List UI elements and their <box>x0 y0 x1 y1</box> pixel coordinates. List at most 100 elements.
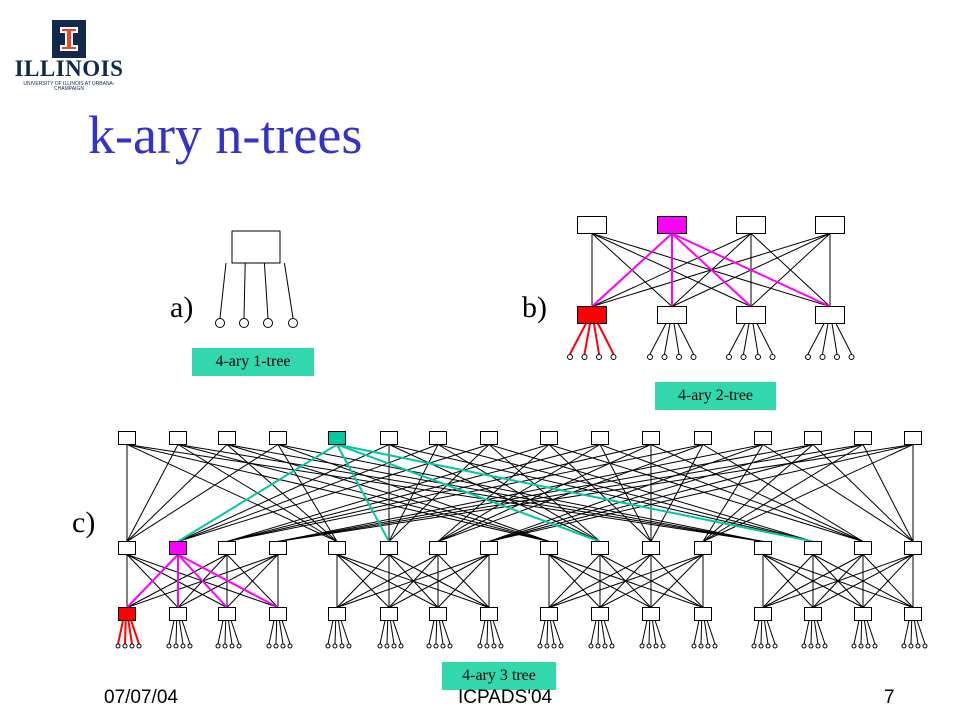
c-link-upper <box>388 444 601 542</box>
c-mid-switch <box>804 541 822 555</box>
c-processing-node <box>588 643 594 649</box>
b-leaf-link <box>743 323 750 355</box>
c-leaf-link <box>479 620 486 645</box>
c-processing-node <box>447 643 453 649</box>
c-leaf-link <box>703 620 709 645</box>
c-bottom-switch <box>118 607 136 621</box>
b-top-switch <box>736 216 766 234</box>
c-bottom-switch <box>854 607 872 621</box>
c-top-switch <box>591 431 609 445</box>
c-bottom-switch <box>328 607 346 621</box>
c-link-lower <box>650 554 704 608</box>
c-highlight-link-upper <box>336 443 601 543</box>
c-processing-node <box>551 643 557 649</box>
a-link <box>283 262 294 319</box>
c-mid-switch <box>328 541 346 555</box>
a-link <box>219 262 227 319</box>
a-switch <box>231 230 281 264</box>
c-link-lower <box>548 554 601 608</box>
c-leaf-link <box>178 620 184 645</box>
c-link-upper <box>650 444 864 542</box>
c-processing-node <box>901 643 907 649</box>
a-link <box>263 262 269 319</box>
c-mid-switch <box>380 541 398 555</box>
c-leaf-link <box>275 620 278 645</box>
b-top-switch <box>815 216 845 234</box>
illinois-logo-icon <box>52 20 86 58</box>
b-leaf-link <box>664 323 671 355</box>
c-processing-node <box>280 643 286 649</box>
label-b: b) <box>522 291 547 324</box>
a-processing-node <box>288 318 298 328</box>
c-mid-switch <box>429 541 447 555</box>
c-processing-node <box>346 643 352 649</box>
c-bottom-switch <box>429 607 447 621</box>
c-processing-node <box>609 643 615 649</box>
c-top-switch <box>854 431 872 445</box>
b-processing-node <box>726 354 732 360</box>
c-link-upper <box>599 444 864 542</box>
a-processing-node <box>215 318 225 328</box>
c-leaf-link <box>127 620 133 645</box>
c-bottom-switch <box>642 607 660 621</box>
c-mid-switch <box>754 541 772 555</box>
c-processing-node <box>765 643 771 649</box>
b-leaf-link <box>831 323 838 355</box>
c-leaf-link <box>334 620 337 645</box>
c-link-upper <box>177 444 390 542</box>
c-processing-node <box>602 643 608 649</box>
b-processing-node <box>690 354 697 360</box>
c-processing-node <box>712 643 718 649</box>
logo-wordmark: ILLINOIS <box>14 56 124 81</box>
c-processing-node <box>758 643 764 649</box>
c-top-switch <box>169 431 187 445</box>
c-link-lower <box>762 554 864 608</box>
c-processing-node <box>426 643 432 649</box>
c-link-lower <box>226 554 279 608</box>
c-leaf-link <box>486 620 489 645</box>
c-link-upper <box>177 444 439 542</box>
c-leaf-link <box>181 620 191 645</box>
c-processing-node <box>872 643 878 649</box>
c-link-upper <box>126 444 228 542</box>
c-top-switch <box>904 431 922 445</box>
c-mid-switch <box>480 541 498 555</box>
c-leaf-link <box>130 620 140 645</box>
c-mid-switch <box>854 541 872 555</box>
b-link <box>750 233 831 307</box>
c-leaf-link <box>435 620 438 645</box>
footer-page-number: 7 <box>884 687 895 708</box>
c-leaf-link <box>753 620 760 645</box>
footer-venue: ICPADS'04 <box>458 687 553 708</box>
c-bottom-switch <box>591 607 609 621</box>
c-processing-node <box>822 643 828 649</box>
c-leaf-link <box>853 620 860 645</box>
a-processing-node <box>263 318 273 328</box>
c-leaf-link <box>392 620 402 645</box>
c-bottom-switch <box>169 607 187 621</box>
c-top-switch <box>429 431 447 445</box>
b-leaf-link <box>649 323 667 355</box>
c-leaf-link <box>803 620 810 645</box>
c-leaf-link <box>281 620 291 645</box>
c-processing-node <box>858 643 864 649</box>
b-leaf-link <box>673 323 680 355</box>
c-link-lower <box>762 554 814 608</box>
c-leaf-link <box>379 620 386 645</box>
label-a: a) <box>170 291 194 324</box>
c-processing-node <box>908 643 914 649</box>
c-leaf-link <box>603 620 613 645</box>
c-link-upper <box>277 444 914 542</box>
label-c: c) <box>72 506 96 539</box>
c-leaf-link <box>117 620 124 645</box>
b-processing-node <box>661 354 668 360</box>
c-processing-node <box>865 643 871 649</box>
c-leaf-link <box>916 620 926 645</box>
c-leaf-link <box>910 620 913 645</box>
c-link-lower <box>336 554 390 608</box>
c-processing-node <box>384 643 390 649</box>
c-bottom-switch <box>480 607 498 621</box>
c-leaf-link <box>268 620 275 645</box>
a-processing-node <box>239 318 249 328</box>
c-link-upper <box>488 444 764 542</box>
